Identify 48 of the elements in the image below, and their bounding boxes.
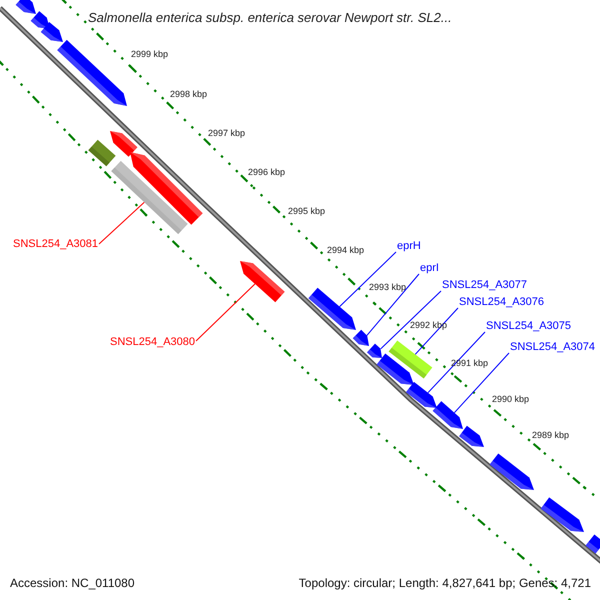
scale-label: 2994 kbp bbox=[327, 245, 364, 255]
gene-feature bbox=[367, 344, 382, 358]
accession-text: Accession: NC_011080 bbox=[10, 576, 135, 590]
leader-line bbox=[454, 352, 510, 414]
leader-line bbox=[428, 332, 486, 394]
gene-feature bbox=[376, 354, 414, 385]
scale-label: 2995 kbp bbox=[288, 206, 326, 216]
leader-line bbox=[196, 283, 256, 342]
gene-feature bbox=[540, 497, 584, 532]
scale-label: 2990 kbp bbox=[492, 394, 530, 404]
gene-feature bbox=[459, 426, 484, 447]
gene-label: SNSL254_A3081 bbox=[12, 238, 98, 250]
gene-feature bbox=[586, 534, 600, 554]
scale-label: 2996 kbp bbox=[248, 167, 286, 177]
gene-label: SNSL254_A3077 bbox=[442, 279, 528, 291]
gene-feature bbox=[432, 401, 463, 429]
gene-feature bbox=[16, 0, 36, 14]
map-title: Salmonella enterica subsp. enterica serovar Newport str. SL2... bbox=[88, 10, 452, 25]
leader-line bbox=[339, 252, 396, 308]
leader-line bbox=[414, 308, 458, 355]
gene-feature bbox=[110, 131, 138, 157]
gene-label: SNSL254_A3080 bbox=[110, 336, 195, 348]
gene-feature bbox=[388, 340, 432, 378]
gene-feature bbox=[490, 454, 534, 490]
gene-feature bbox=[40, 22, 63, 42]
gene-feature bbox=[308, 288, 356, 330]
gene-feature bbox=[111, 160, 188, 234]
gene-feature bbox=[406, 382, 437, 408]
gene-feature bbox=[352, 330, 369, 346]
scale-label: 2989 kbp bbox=[532, 430, 570, 440]
leader-line bbox=[98, 202, 145, 244]
scale-label: 2999 kbp bbox=[131, 49, 168, 59]
gene-feature bbox=[130, 152, 203, 225]
gene-feature bbox=[88, 140, 116, 166]
scale-label: 2997 kbp bbox=[208, 128, 246, 138]
gene-label: SNSL254_A3074 bbox=[510, 341, 596, 353]
gene-label: eprI bbox=[420, 262, 439, 274]
gene-label: SNSL254_A3075 bbox=[486, 320, 572, 332]
genome-summary: Topology: circular; Length: 4,827,641 bp; Genes: 4,721 bbox=[298, 576, 591, 590]
scale-label: 2993 kbp bbox=[369, 282, 406, 292]
gene-label: eprH bbox=[397, 240, 421, 252]
leader-line bbox=[380, 290, 442, 350]
leader-line bbox=[366, 274, 420, 336]
gene-feature bbox=[30, 11, 50, 29]
gene-feature bbox=[57, 40, 127, 106]
gene-label: SNSL254_A3076 bbox=[459, 296, 544, 308]
scale-label: 2998 kbp bbox=[170, 89, 208, 99]
gene-feature bbox=[240, 261, 285, 302]
